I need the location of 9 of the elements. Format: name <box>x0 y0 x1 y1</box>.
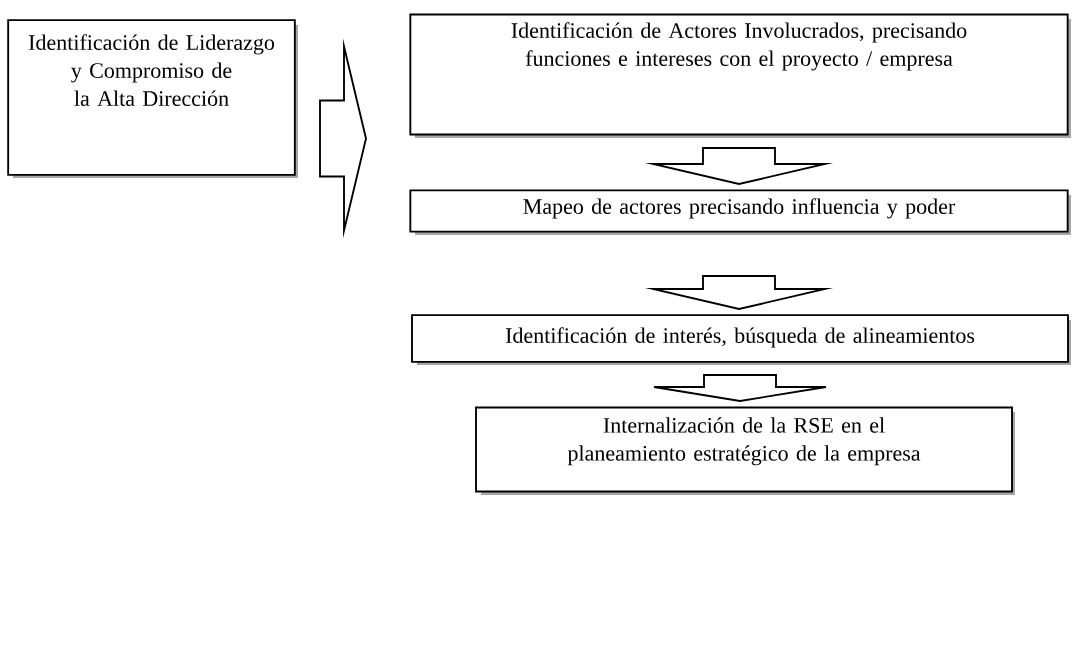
block-arrow <box>319 38 367 239</box>
block-arrow <box>644 275 834 310</box>
block-arrow <box>653 374 827 402</box>
process-box: Identificación de interés, búsqueda de alineamientos <box>411 314 1071 365</box>
process-box: Identificación de Liderazgo y Compromiso de la Alta Dirección <box>7 19 298 178</box>
process-box: Internalización de la RSE en el planeamiento estratégico de la empresa <box>475 406 1015 495</box>
process-box: Mapeo de actores precisando influencia y poder <box>409 189 1071 235</box>
block-arrow <box>644 147 834 185</box>
process-box: Identificación de Actores Involucrados, precisando funciones e intereses con el proyecto / empresa <box>409 13 1071 138</box>
